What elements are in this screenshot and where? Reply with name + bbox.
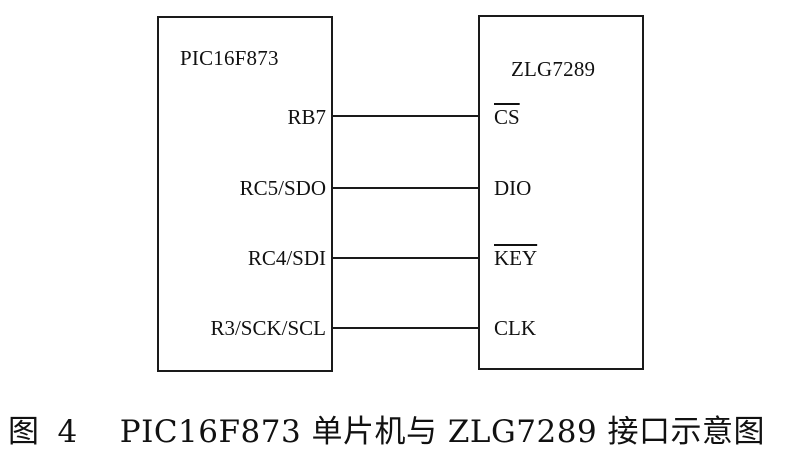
signal-wire-cs: [333, 115, 478, 117]
right-pin-cs: CS: [494, 105, 520, 129]
right-pin-dio: DIO: [494, 176, 532, 200]
signal-wire-key: [333, 257, 478, 259]
left-pin-r3-sck-scl: R3/SCK/SCL: [210, 316, 326, 340]
left-pin-rc5-sdo: RC5/SDO: [239, 176, 326, 200]
left-pin-rb7: RB7: [287, 105, 326, 129]
left-pin-rc4-sdi: RC4/SDI: [247, 246, 326, 270]
figure-caption-number: 4: [57, 414, 78, 450]
zlg7289-chip-box: [478, 15, 644, 370]
right-pin-clk: CLK: [494, 316, 536, 340]
figure-caption-prefix: 图: [8, 414, 40, 450]
signal-wire-dio: [333, 187, 478, 189]
zlg7289-title: ZLG7289: [511, 57, 596, 81]
pic16f873-chip-box: [157, 16, 333, 372]
signal-wire-clk: [333, 327, 478, 329]
right-pin-key: KEY: [494, 246, 538, 270]
figure-caption-text: PIC16F873 单片机与 ZLG7289 接口示意图: [119, 414, 766, 450]
pic16f873-title: PIC16F873: [180, 46, 279, 70]
